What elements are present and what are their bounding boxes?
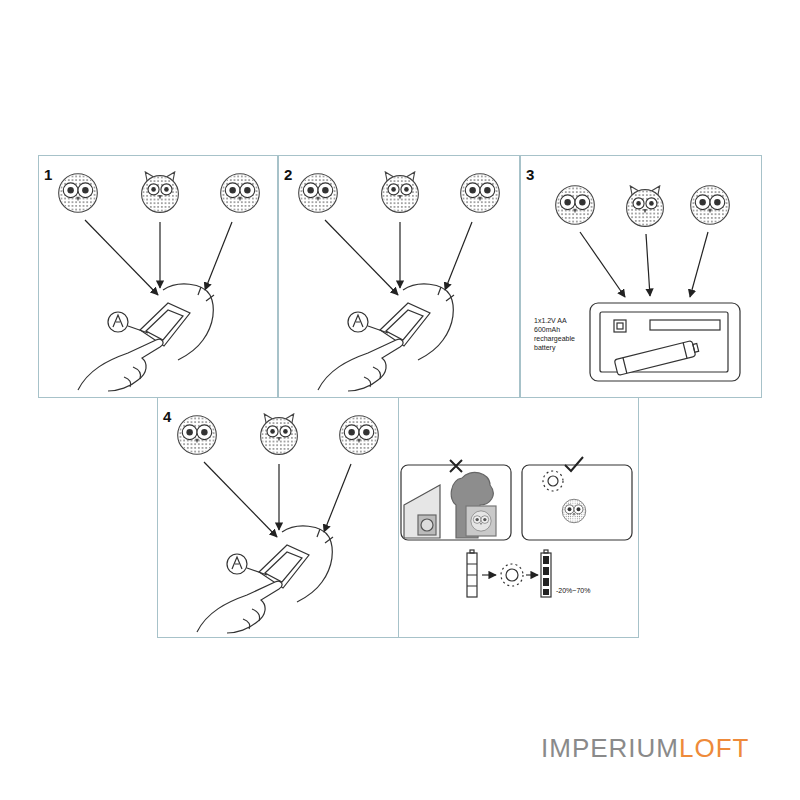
charging-panel: -20%~70% xyxy=(398,397,639,638)
watermark-box: LOFT xyxy=(679,733,749,763)
step-panel: 2 xyxy=(278,155,520,398)
step-panel: 4 xyxy=(157,397,399,638)
battery-spec-box: 1x1.2V AA 600mAh rechargeable battery xyxy=(534,316,588,352)
watermark: LOFT xyxy=(679,733,749,763)
step-number: 2 xyxy=(284,167,292,182)
watermark: IMPERIUM xyxy=(541,733,679,763)
step-panel: 3 xyxy=(520,155,762,398)
step-number: 4 xyxy=(163,409,171,424)
step-panel: 1 xyxy=(38,155,278,398)
charge-range: -20%~70% xyxy=(556,587,590,594)
watermark-box: IMPERIUM xyxy=(541,733,679,763)
step-number: 3 xyxy=(526,167,534,182)
step-number: 1 xyxy=(44,167,52,182)
battery-spec: 1x1.2V AA 600mAh rechargeable battery xyxy=(534,316,588,352)
